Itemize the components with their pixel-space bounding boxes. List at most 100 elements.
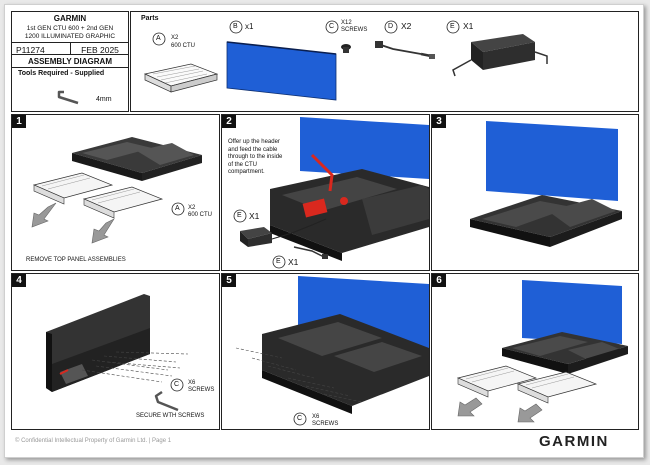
step-3-ctu-base	[470, 195, 622, 247]
part-number: P11274	[16, 45, 45, 55]
part-a-marker	[152, 32, 166, 46]
step-5-number: 5	[222, 274, 236, 287]
step-1-part-qty: X2	[188, 205, 196, 211]
step-4-number: 4	[12, 274, 26, 287]
step-2-power-supply	[240, 218, 327, 247]
parts-artwork	[143, 20, 548, 101]
step-3-number: 3	[432, 115, 446, 128]
step-5-part-desc: SCREWS	[312, 421, 339, 427]
part-e-qty: X1	[463, 21, 474, 31]
product-line-1: 1st GEN CTU 600 + 2nd GEN	[26, 25, 114, 32]
step-2-d-qty: X1	[288, 257, 299, 267]
product-line-2: 1200 ILLUMINATED GRAPHIC	[24, 33, 116, 40]
step-6-ctu-base	[502, 332, 628, 374]
part-c-marker	[325, 20, 339, 34]
step-5-panel: 5 C X6 SCREWS	[221, 273, 430, 430]
step-1-number: 1	[12, 115, 26, 128]
step-4-artwork	[46, 294, 189, 412]
step-2-cable-red	[302, 153, 348, 218]
step-4-screw-guides	[81, 351, 189, 383]
step-4-caption: SECURE WTH SCREWS	[136, 413, 205, 419]
part-e-marker	[446, 20, 460, 34]
step-4-hex-key-icon	[154, 390, 179, 412]
step-4-ctu-side	[46, 294, 150, 392]
step-2-blue-header	[300, 117, 429, 179]
part-d-qty: X2	[401, 21, 412, 31]
part-e-power-supply-icon	[452, 34, 548, 77]
document-date: FEB 2025	[81, 45, 119, 55]
part-c-qty: X12	[341, 20, 352, 26]
step-2-panel: 2	[221, 114, 430, 271]
step-5-part-letter: C	[297, 415, 303, 422]
part-a-qty: X2	[171, 35, 179, 41]
step-2-number: 2	[222, 115, 236, 128]
step-2-artwork	[233, 117, 429, 269]
step-2-e-letter: E	[237, 212, 242, 219]
step-6-panel: 6	[431, 273, 639, 430]
part-a-desc: 600 CTU	[171, 43, 196, 49]
step-4-part-marker	[170, 378, 184, 392]
step-1-artwork	[31, 137, 202, 244]
step-4-part-qty: X6	[188, 380, 196, 386]
step-6-number: 6	[432, 274, 446, 287]
step-1-part-letter: A	[175, 205, 180, 212]
step-4-panel: 4 C X6 SCREWS SECURE WTH SCREWS	[11, 273, 220, 430]
part-a-letter: A	[156, 35, 161, 42]
step-2-d-letter: E	[276, 258, 281, 265]
part-b-graphic-panel	[226, 41, 337, 101]
step-2-ctu-base	[270, 169, 429, 261]
instruction-line: of the CTU	[228, 161, 258, 168]
parts-heading: Parts	[141, 15, 159, 22]
step-2-e-marker	[233, 209, 247, 223]
part-d-marker	[384, 20, 398, 34]
step-3-artwork	[470, 121, 622, 247]
step-1-top-panels	[32, 172, 164, 219]
step-4-part-desc: SCREWS	[188, 387, 215, 393]
part-b-letter: B	[233, 23, 238, 30]
part-d-cable-icon	[375, 41, 435, 59]
step-2-plug-cable	[293, 246, 328, 259]
part-b-marker	[229, 20, 243, 34]
title-brand: GARMIN	[53, 14, 87, 23]
instruction-line: Offer up the header	[228, 139, 280, 145]
part-a-tray-icon	[143, 63, 219, 93]
step-1-caption: REMOVE TOP PANEL ASSEMBLIES	[26, 257, 126, 263]
step-6-blue-header	[522, 280, 622, 344]
step-5-part-qty: X6	[312, 414, 320, 420]
tool-size: 4mm	[96, 96, 112, 103]
step-4-part-letter: C	[174, 381, 180, 388]
step-3-panel: 3	[431, 114, 639, 271]
garmin-logo: GARMIN	[539, 433, 609, 450]
parts-block: Parts	[130, 11, 639, 112]
step-3-blue-header	[486, 121, 618, 201]
part-c-desc: SCREWS	[341, 27, 368, 33]
step-1-part-marker	[171, 202, 185, 216]
step-5-part-marker	[293, 412, 307, 426]
step-5-artwork	[235, 276, 429, 426]
part-c-screw-icon	[341, 44, 351, 53]
step-2-d-marker	[272, 255, 286, 269]
step-1-panel: 1 A X2 600 CTU REMOVE TOP	[11, 114, 220, 271]
instruction-line: through to the inside	[228, 154, 283, 160]
confidential-notice: © Confidential Intellectual Property of …	[15, 438, 172, 444]
assembly-sheet: GARMIN 1st GEN CTU 600 + 2nd GEN 1200 IL…	[4, 4, 644, 458]
step-5-ctu-base	[262, 314, 429, 414]
part-d-letter: D	[388, 23, 394, 30]
hex-key-icon	[57, 90, 79, 105]
step-1-arrows	[31, 202, 115, 244]
step-1-part-desc: 600 CTU	[188, 212, 213, 218]
instruction-line: compartment.	[228, 169, 265, 175]
step-6-arrows	[457, 397, 543, 423]
step-1-ctu-units	[72, 137, 202, 181]
title-block: GARMIN 1st GEN CTU 600 + 2nd GEN 1200 IL…	[11, 11, 129, 112]
part-c-letter: C	[329, 23, 335, 30]
document-title: ASSEMBLY DIAGRAM	[27, 57, 112, 66]
tools-heading: Tools Required - Supplied	[18, 70, 105, 77]
step-2-e-qty: X1	[249, 211, 260, 221]
step-6-top-panels	[456, 365, 598, 404]
instruction-line: and feed the cable	[228, 146, 278, 153]
part-e-letter: E	[450, 23, 455, 30]
step-6-artwork	[456, 280, 628, 423]
part-b-qty: x1	[245, 22, 254, 31]
step-2-instruction: Offer up the header and feed the cable t…	[228, 139, 282, 177]
